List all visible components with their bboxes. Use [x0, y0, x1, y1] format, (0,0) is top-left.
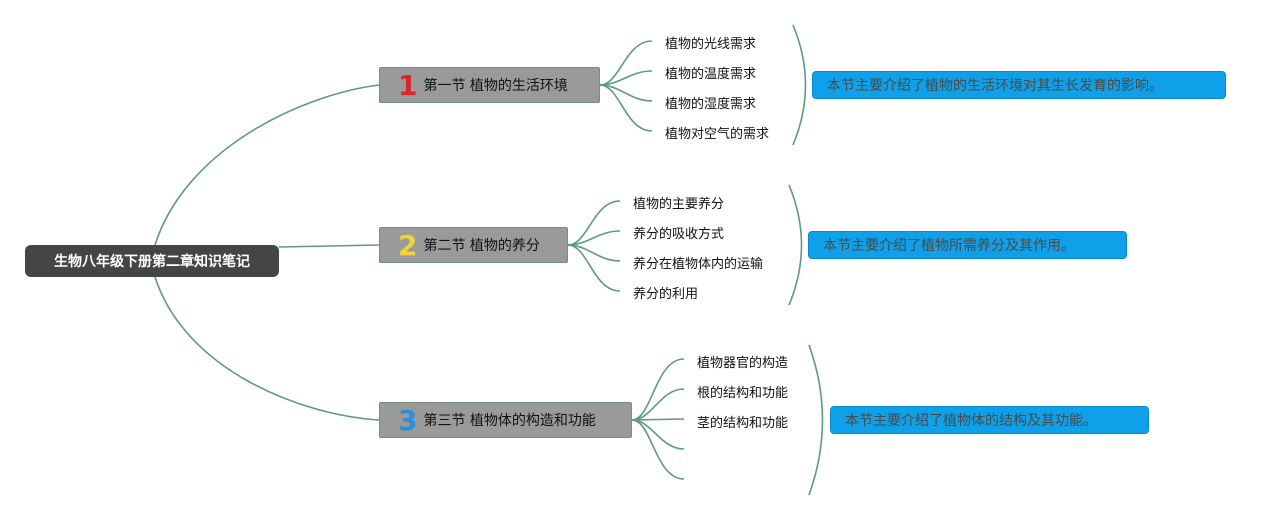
number-1-icon: 1 — [398, 68, 418, 102]
summary-text: 本节主要介绍了植物所需养分及其作用。 — [823, 238, 1075, 254]
root-node[interactable]: 生物八年级下册第二章知识笔记 — [25, 245, 279, 277]
subtopic[interactable]: 养分在植物体内的运输 — [633, 257, 764, 272]
topic-label: 第三节 植物体的构造和功能 — [423, 413, 596, 429]
number-3-icon: 3 — [398, 403, 418, 437]
summary-2[interactable]: 本节主要介绍了植物所需养分及其作用。 — [808, 231, 1127, 259]
topic-node-2[interactable]: 2 第二节 植物的养分 — [379, 227, 568, 263]
subtopic[interactable]: 养分的吸收方式 — [633, 227, 725, 242]
summary-text: 本节主要介绍了植物体的结构及其功能。 — [845, 413, 1097, 429]
connector-root-topic2 — [278, 244, 380, 248]
connector-root-topic1 — [154, 84, 380, 246]
connectors-topic2 — [567, 200, 621, 292]
subtopic[interactable]: 植物的主要养分 — [633, 197, 725, 212]
connectors-topic3 — [631, 358, 685, 480]
topic-node-3[interactable]: 3 第三节 植物体的构造和功能 — [379, 402, 632, 438]
summary-3[interactable]: 本节主要介绍了植物体的结构及其功能。 — [830, 406, 1149, 434]
topic-node-1[interactable]: 1 第一节 植物的生活环境 — [379, 67, 600, 103]
root-label: 生物八年级下册第二章知识笔记 — [54, 254, 250, 270]
subtopic[interactable]: 植物器官的构造 — [697, 356, 789, 371]
subtopic[interactable]: 植物的光线需求 — [665, 37, 757, 52]
subtopic[interactable]: 植物的湿度需求 — [665, 97, 757, 112]
number-2-icon: 2 — [398, 228, 418, 262]
summary-bracket-3 — [808, 344, 824, 496]
subtopic[interactable]: 根的结构和功能 — [697, 386, 789, 401]
connectors-topic1 — [599, 40, 653, 132]
subtopic[interactable]: 植物的温度需求 — [665, 67, 757, 82]
summary-text: 本节主要介绍了植物的生活环境对其生长发育的影响。 — [827, 78, 1163, 94]
summary-bracket-1 — [792, 24, 807, 146]
topic-label: 第二节 植物的养分 — [423, 238, 540, 254]
connector-root-topic3 — [154, 276, 380, 421]
subtopic[interactable]: 养分的利用 — [633, 287, 699, 302]
subtopic[interactable]: 植物对空气的需求 — [665, 127, 770, 142]
summary-bracket-2 — [788, 184, 803, 306]
summary-1[interactable]: 本节主要介绍了植物的生活环境对其生长发育的影响。 — [812, 71, 1226, 99]
subtopic[interactable]: 茎的结构和功能 — [697, 416, 789, 431]
topic-label: 第一节 植物的生活环境 — [423, 78, 568, 94]
